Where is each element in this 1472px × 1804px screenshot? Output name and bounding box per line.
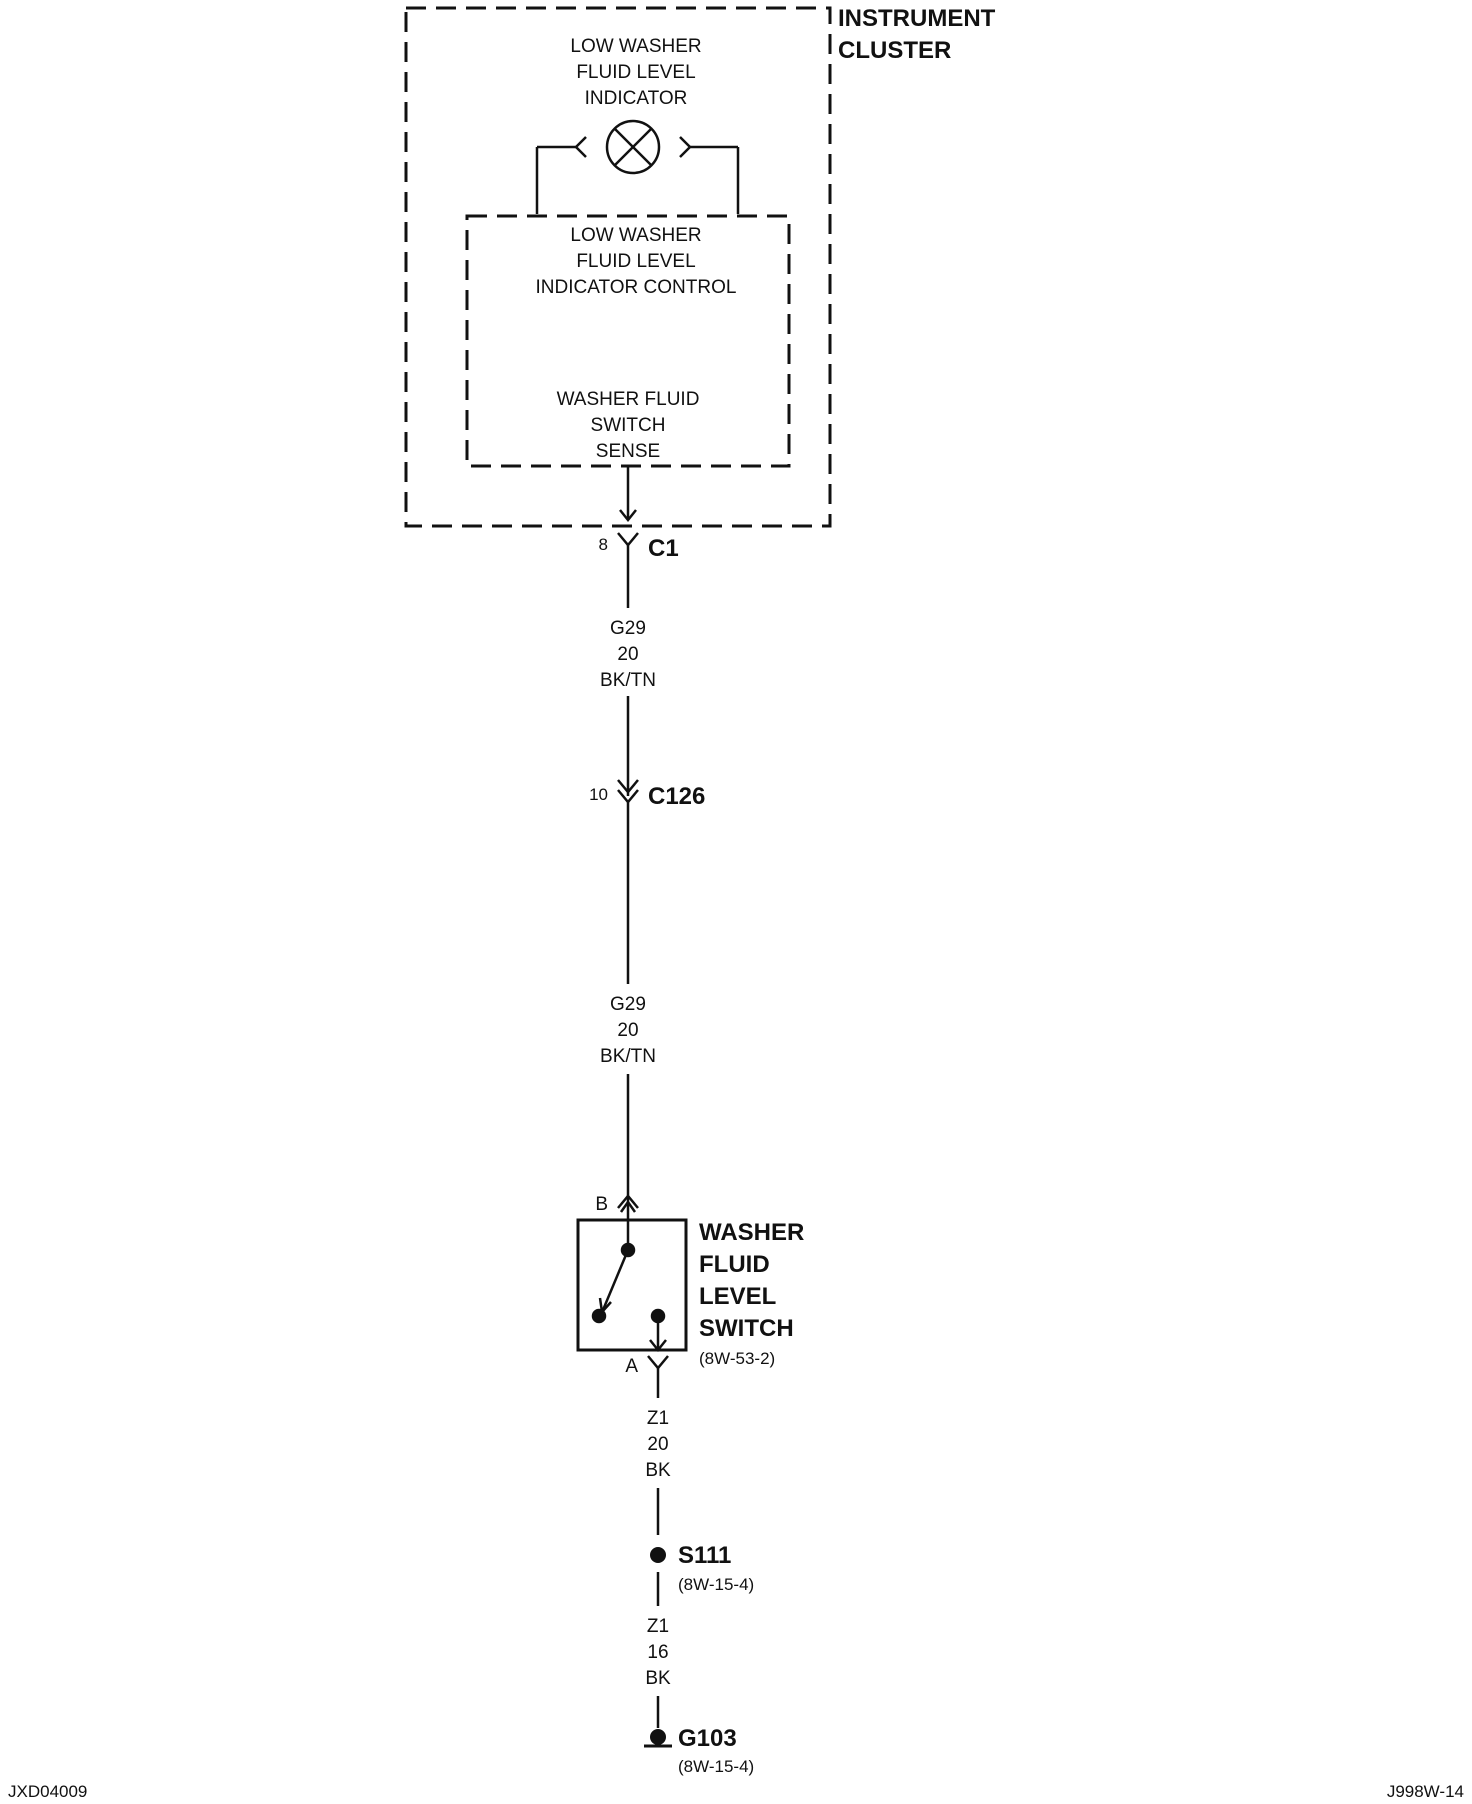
switch-contact-icon — [591, 1199, 667, 1353]
switch-title-4: SWITCH — [699, 1315, 794, 1342]
sense-arrow-icon — [619, 466, 637, 523]
c126-name: C126 — [648, 783, 705, 810]
indicator-label-1: LOW WASHER — [570, 36, 701, 57]
indicator-label-2: FLUID LEVEL — [576, 62, 695, 83]
wire-upper-gauge: 20 — [617, 644, 638, 665]
footer-left-code: JXD04009 — [8, 1782, 87, 1801]
switch-title-2: FLUID — [699, 1251, 770, 1278]
pin-b-label: B — [595, 1194, 608, 1215]
pin-a-label: A — [625, 1356, 638, 1377]
switch-title-1: WASHER — [699, 1219, 804, 1246]
control-label-3: INDICATOR CONTROL — [536, 277, 737, 298]
indicator-label-3: INDICATOR — [585, 88, 688, 109]
wire-middle-color: BK/TN — [600, 1046, 656, 1067]
splice-ref: (8W-15-4) — [678, 1575, 754, 1594]
wire-middle-gauge: 20 — [617, 1020, 638, 1041]
splice-name: S111 — [678, 1542, 731, 1569]
control-label-2: FLUID LEVEL — [576, 251, 695, 272]
pin-b-connector-icon — [617, 1194, 639, 1209]
washer-fluid-switch-box — [576, 1218, 688, 1352]
c126-pin: 10 — [589, 785, 608, 804]
switch-title-3: LEVEL — [699, 1283, 776, 1310]
wire-ground-color: BK — [645, 1668, 671, 1689]
wire-upper-circuit: G29 — [610, 618, 646, 639]
ground-ref: (8W-15-4) — [678, 1757, 754, 1776]
sense-label-3: SENSE — [596, 441, 660, 462]
splice-dot-icon — [650, 1547, 666, 1563]
indicator-lamp-icon — [535, 119, 740, 214]
pin-a-connector-icon — [647, 1355, 669, 1370]
wire-lower-color: BK — [645, 1460, 671, 1481]
wire-lower-circuit: Z1 — [647, 1408, 669, 1429]
c1-name: C1 — [648, 535, 679, 562]
wire-ground-gauge: 16 — [647, 1642, 668, 1663]
wire-lower-gauge: 20 — [647, 1434, 668, 1455]
sense-label-1: WASHER FLUID — [557, 389, 700, 410]
wire-middle-circuit: G29 — [610, 994, 646, 1015]
instrument-cluster-outline — [404, 6, 832, 528]
instrument-cluster-title-2: CLUSTER — [838, 37, 951, 64]
footer-right-code: J998W-14 — [1387, 1782, 1464, 1801]
ground-symbol-icon — [644, 1729, 672, 1748]
sense-label-2: SWITCH — [591, 415, 666, 436]
c1-connector-icon — [617, 532, 639, 547]
wire-upper-color: BK/TN — [600, 670, 656, 691]
wire-ground-circuit: Z1 — [647, 1616, 669, 1637]
ground-name: G103 — [678, 1725, 737, 1752]
instrument-cluster-title-1: INSTRUMENT — [838, 5, 996, 32]
c1-pin: 8 — [599, 535, 608, 554]
switch-ref: (8W-53-2) — [699, 1349, 775, 1368]
control-label-1: LOW WASHER — [570, 225, 701, 246]
